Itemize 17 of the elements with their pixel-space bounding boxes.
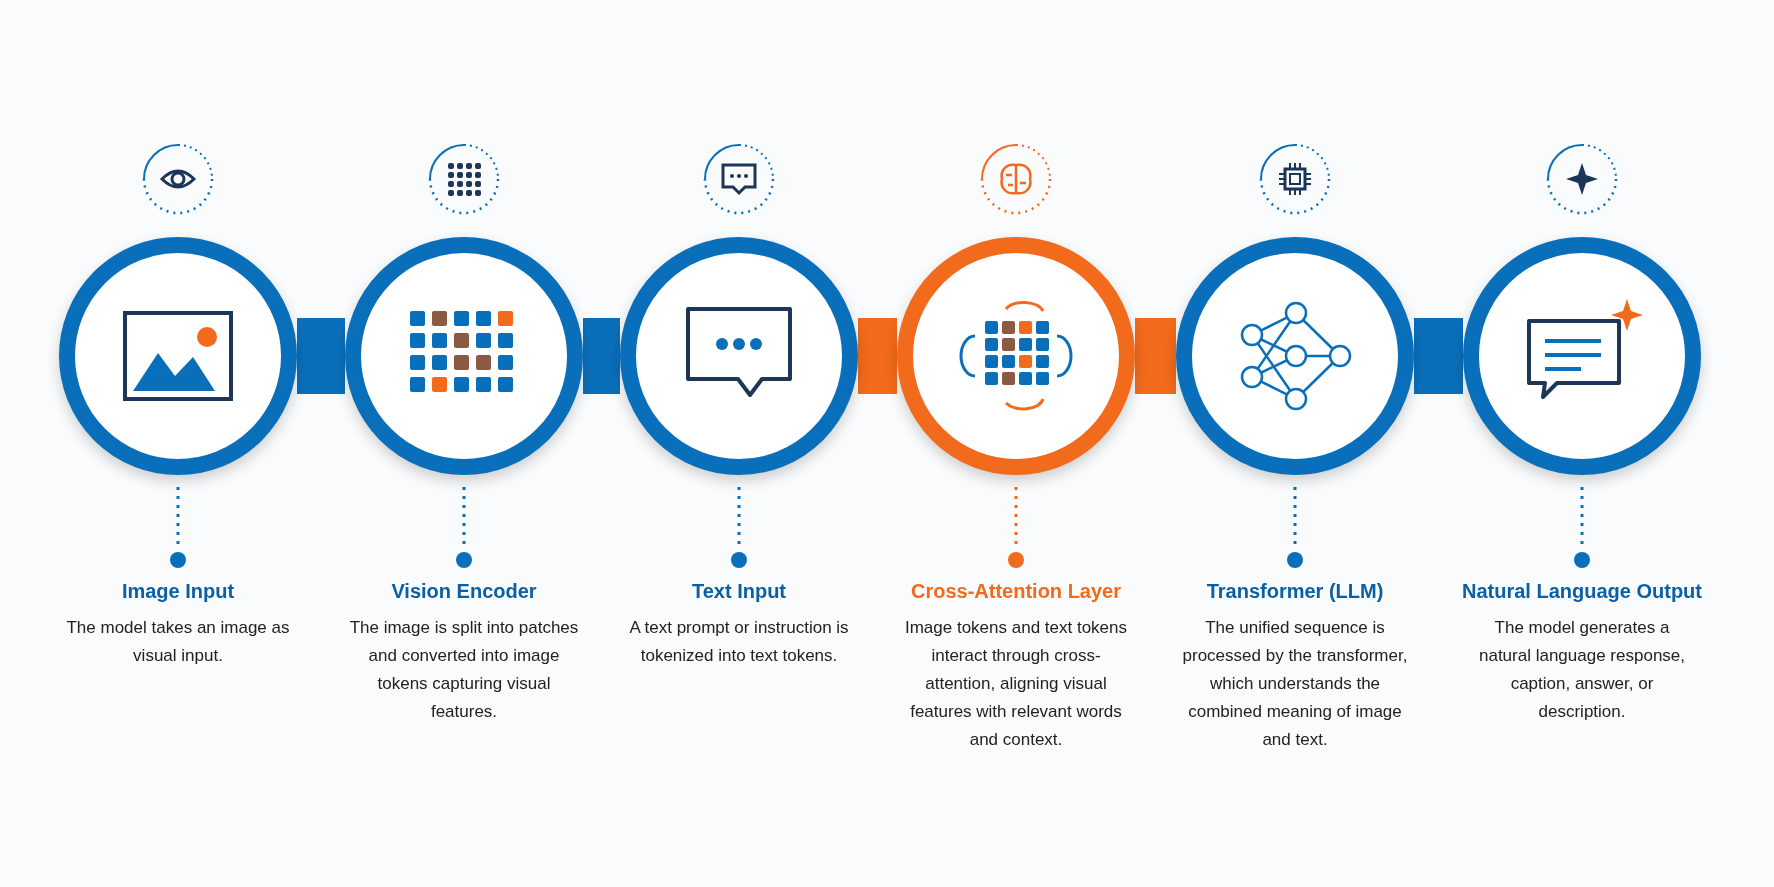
connector-band: [1414, 318, 1463, 394]
connector-band: [858, 318, 897, 394]
step-description: The model generates a natural language response, caption, answer, or description.: [1477, 617, 1686, 723]
step-description: The unified sequence is processed by the transformer, which understands the combined meaning of image and text.: [1181, 617, 1409, 751]
step-heading: Transformer (LLM): [1205, 580, 1385, 603]
step-description: The model takes an image as visual input.: [65, 617, 291, 667]
step-description: Image tokens and text tokens interact through cross-attention, aligning visual features with relevant words and context.: [903, 617, 1129, 751]
step-heading: Image Input: [120, 580, 236, 603]
step-description: A text prompt or instruction is tokenized into text tokens.: [628, 617, 850, 667]
step-description: The image is split into patches and converted into image tokens capturing visual features.: [349, 617, 579, 723]
connector-band: [1135, 318, 1176, 394]
connector-band: [583, 318, 620, 394]
step-heading: Text Input: [690, 580, 788, 603]
step-heading: Natural Language Output: [1461, 580, 1703, 603]
step-heading: Cross-Attention Layer: [910, 580, 1122, 603]
step-heading: Vision Encoder: [390, 580, 538, 603]
connector-band: [297, 318, 345, 394]
